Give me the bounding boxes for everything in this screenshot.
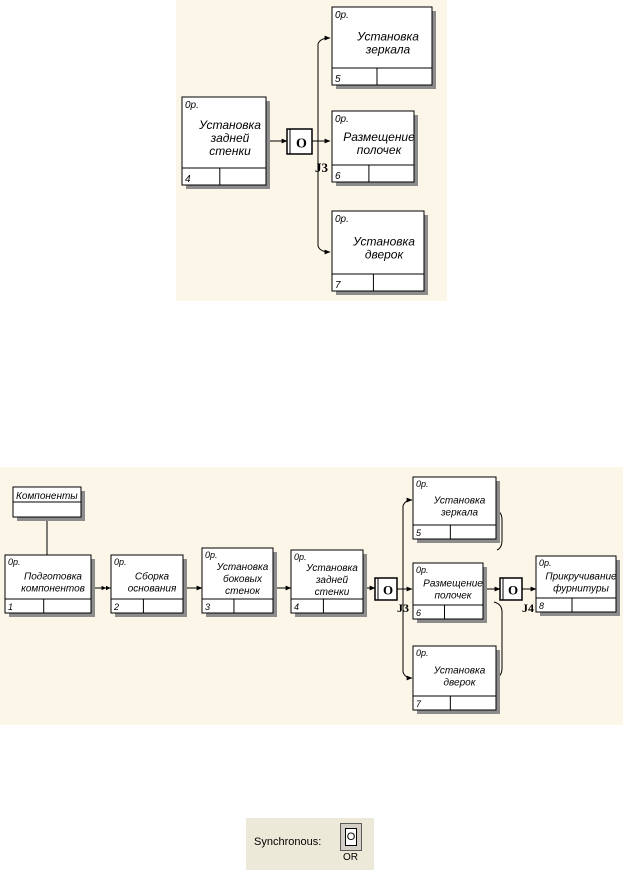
box-tag: 0р. [8,557,21,567]
link-arrow [312,35,331,142]
box-name-line: основания [128,584,177,595]
box-number: 4 [185,174,191,185]
box-name-line: задней [210,131,250,145]
link-arrow [397,497,413,590]
box-number: 8 [539,601,544,611]
box-name-line: Установка [305,563,358,574]
link-arrow [312,140,331,255]
box-number: 6 [416,608,421,618]
box-name-line: полочек [434,591,472,602]
box-frame [181,96,267,186]
box-name-line: Сборка [135,571,170,583]
box-name-line: дверок [365,248,405,262]
box-tag: 0р. [416,479,429,489]
box-frame [331,210,425,292]
box-tag: 0р. [416,565,429,575]
box-name-line: задней [315,575,349,586]
box-frame [331,6,433,86]
box-number: 1 [8,602,13,612]
box-name-line: зеркала [365,43,411,57]
box-number: 7 [416,699,422,709]
box-name-line: боковых [223,573,263,585]
box-name-line: компонентов [21,584,85,595]
box-name-line: дверок [444,678,477,689]
box-name-line: Прикручивание [545,572,617,583]
box-frame [4,554,92,614]
junction-frame [499,577,523,601]
box-name-line: Установка [433,666,486,677]
junction-label: J3 [315,160,329,175]
box-tag: 0р. [335,10,349,21]
box-number: 5 [416,528,422,538]
junction-symbol: O [508,583,518,598]
box-name-line: Установка [198,118,261,132]
box-name-line: Установка [433,496,486,507]
junction-frame [374,577,398,601]
box-tag: 0р. [114,557,127,567]
junction-J4[interactable]: O J4 [499,577,534,615]
box-number: 7 [335,280,341,291]
box-name-line: Размещение [343,130,415,144]
junction-symbol: O [296,137,307,152]
synchronous-label: Synchronous: [254,836,322,848]
components-label: Компоненты [16,491,78,502]
box-frame [535,555,617,613]
box-tag: 0р. [539,558,552,568]
box-frame [412,645,497,711]
junction-label: J3 [397,601,409,615]
box-number: 2 [113,602,119,612]
box-name-line: Размещение [423,579,483,590]
synchronous-toolbar: Synchronous: O OR [246,818,374,870]
box-frame [412,562,484,620]
box-name-line: полочек [357,143,403,157]
box-number: 3 [205,602,210,612]
box-frame [290,549,364,614]
box-name-line: стенки [315,587,350,598]
box-number: 6 [335,171,341,182]
box-name-line: стенок [225,586,261,597]
box-number: 5 [335,74,341,85]
box-frame [412,476,497,540]
box-frame [201,547,274,614]
or-caption: OR [343,852,358,863]
box-name-line: зеркала [440,508,478,519]
box-frame [110,554,184,614]
box-tag: 0р. [416,648,429,658]
or-junction-icon[interactable]: O [340,823,362,851]
box-name-line: фурнитуры [553,583,609,595]
link-arrow [397,588,413,681]
box-name-line: Подготовка [24,572,82,583]
junction-frame [286,128,313,155]
junction-label: J4 [522,601,534,615]
box-tag: 0р. [335,114,349,125]
box-tag: 0р. [205,550,218,560]
box-tag: 0р. [335,214,349,225]
junction-J3[interactable]: O J3 [286,128,329,175]
box-frame [331,110,415,183]
components-box[interactable]: Компоненты [12,486,85,521]
box-name-line: Установка [356,30,419,44]
box-number: 4 [294,602,299,612]
junction-symbol: O [383,583,393,598]
box-tag: 0р. [294,552,307,562]
box-name-line: стенки [209,144,251,158]
box-name-line: Установка [216,562,269,573]
junction-J3[interactable]: O J3 [374,577,409,615]
box-name-line: Установка [352,235,415,249]
box-tag: 0р. [185,100,199,111]
or-junction-icon-letter: O [345,828,357,846]
